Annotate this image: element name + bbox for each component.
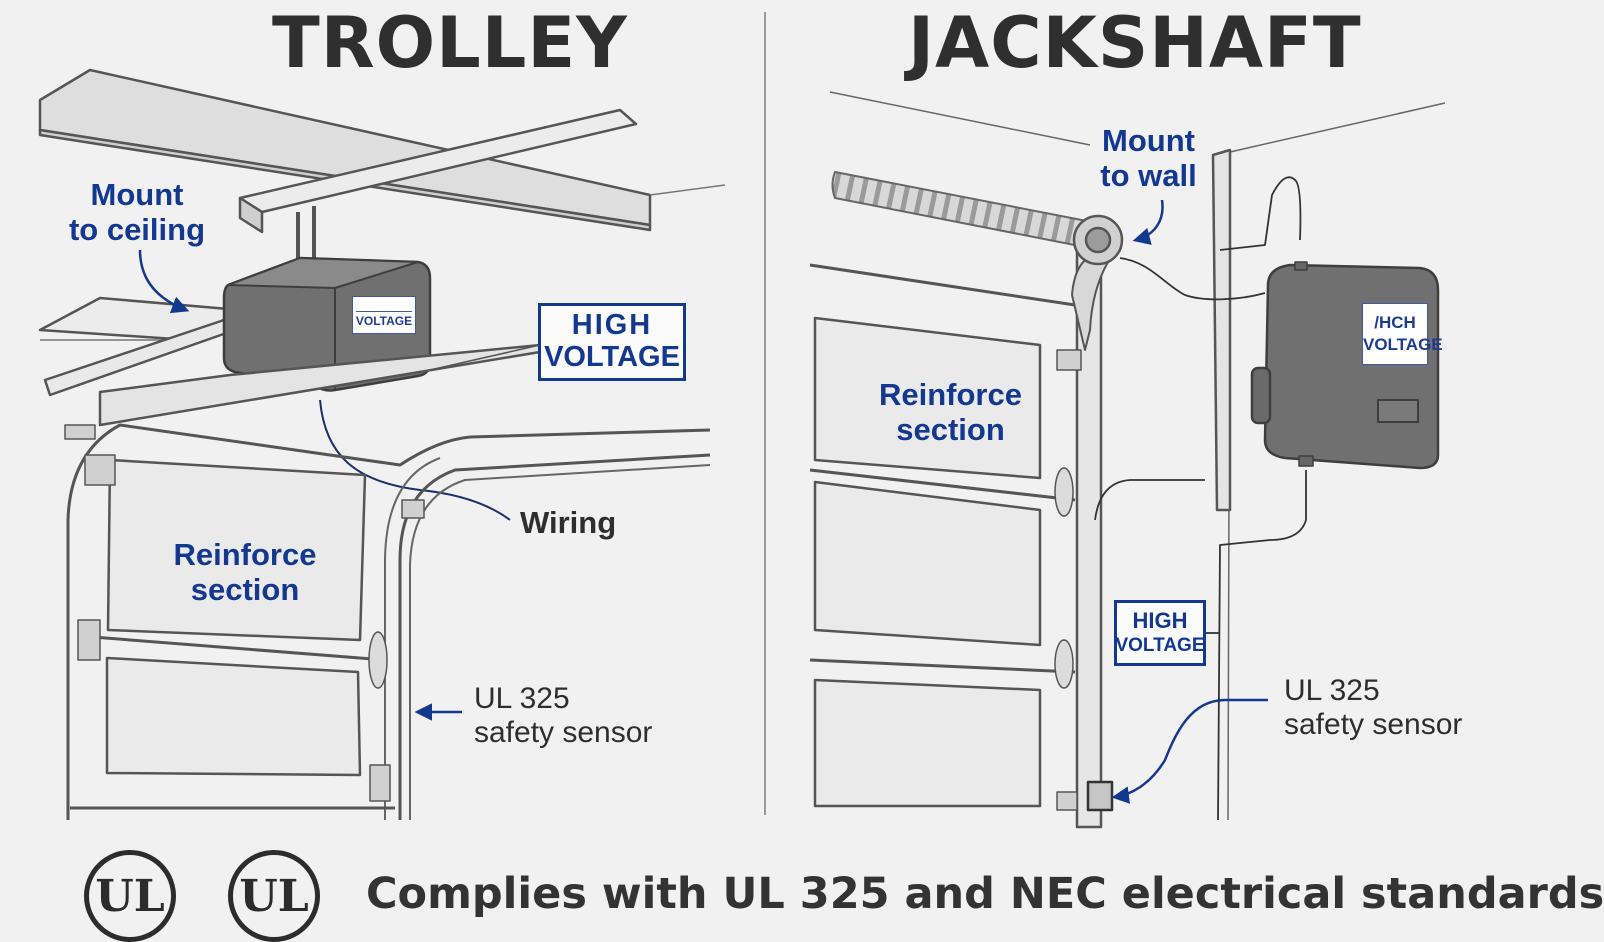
jackshaft-opener xyxy=(1263,263,1440,470)
ul-certification-icon: UL xyxy=(84,850,176,942)
trolley-illustration xyxy=(38,68,726,820)
ul-certification-icon: UL xyxy=(228,850,320,942)
safety-sensor-label-jackshaft: UL 325 safety sensor xyxy=(1284,674,1463,741)
high-voltage-badge-jackshaft: HIGH VOLTAGE xyxy=(1114,600,1206,666)
trolley-opener xyxy=(222,256,432,392)
mount-to-ceiling-label: Mount to ceiling xyxy=(68,177,206,247)
wall-post xyxy=(1211,148,1232,512)
wiring-label: Wiring xyxy=(520,505,617,540)
sensor-arrow-jackshaft xyxy=(1111,698,1268,804)
wiring-line xyxy=(319,399,511,521)
diagram-stage: TROLLEY JACKSHAFT Mount to ceiling VOLTA… xyxy=(38,2,1604,942)
vertical-track xyxy=(1075,250,1103,829)
trolley-opener-tag: VOLTAGE xyxy=(352,296,416,334)
high-voltage-badge: HIGH VOLTAGE xyxy=(538,303,686,381)
door-panel xyxy=(106,458,367,642)
mount-to-wall-label: Mount to wall xyxy=(1100,123,1197,193)
jackshaft-title: JACKSHAFT xyxy=(908,2,1362,84)
reinforce-section-label: Reinforce section xyxy=(173,537,317,607)
ceiling-beam xyxy=(38,68,652,227)
mount-wall-arrow xyxy=(1132,199,1164,245)
torsion-spring xyxy=(831,171,1096,249)
door-panel xyxy=(813,480,1042,647)
trolley-title: TROLLEY xyxy=(272,2,628,84)
reinforce-section-label-jackshaft: Reinforce section xyxy=(879,377,1022,447)
compliance-statement: Complies with UL 325 and NEC electrical … xyxy=(366,869,1604,919)
jackshaft-wiring xyxy=(1119,257,1266,301)
illustration xyxy=(38,12,1446,829)
safety-sensor xyxy=(1086,780,1114,812)
door-track xyxy=(66,423,711,820)
door-panel xyxy=(813,316,1042,480)
jackshaft-opener-tag: /HCH VOLTAGE xyxy=(1362,303,1443,365)
door-panel xyxy=(105,656,362,777)
door-panel xyxy=(813,678,1042,808)
ceiling-beam xyxy=(238,196,264,234)
safety-sensor-label: UL 325 safety sensor xyxy=(474,682,653,749)
mount-arrow xyxy=(138,249,190,314)
